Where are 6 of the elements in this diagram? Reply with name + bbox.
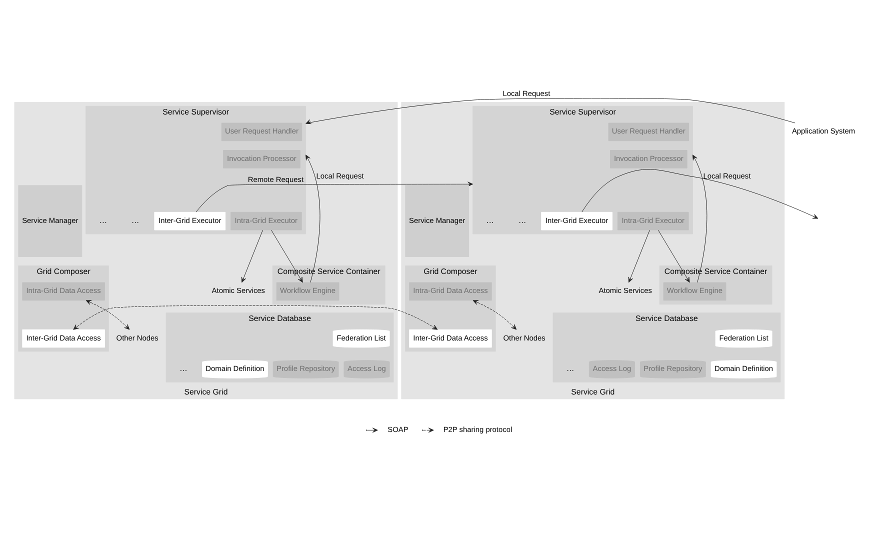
label: … <box>179 364 188 374</box>
label: … <box>99 216 108 225</box>
label: … <box>566 364 574 374</box>
label: … <box>518 216 526 225</box>
label: … <box>131 216 140 225</box>
label: … <box>486 216 494 225</box>
